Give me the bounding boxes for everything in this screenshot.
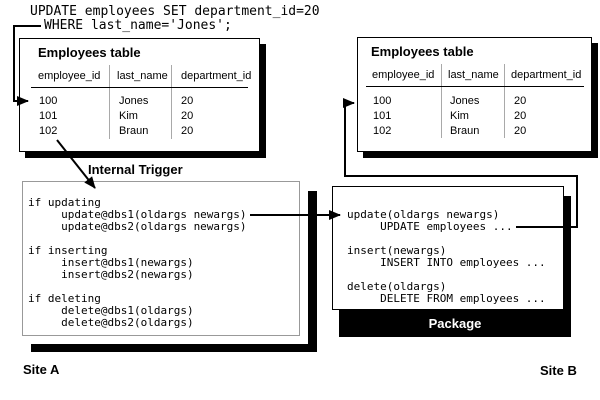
cell: 100: [39, 95, 58, 107]
header-rule: [366, 86, 584, 87]
cell: 20: [514, 95, 527, 107]
column-header-last-name: last_name: [448, 69, 499, 81]
column-header-employee-id: employee_id: [372, 69, 435, 81]
package-label: Package: [428, 316, 482, 331]
cell: Kim: [450, 110, 469, 122]
cell: 102: [373, 125, 392, 137]
column-separator: [109, 65, 110, 139]
package-band: Package: [339, 310, 571, 337]
sql-statement-line1: UPDATE employees SET department_id=20: [30, 4, 320, 19]
trigger-code: if updating update@dbs1(oldargs newargs)…: [28, 196, 247, 329]
cell: 20: [514, 125, 527, 137]
cell: 100: [373, 95, 392, 107]
cell: 20: [181, 110, 194, 122]
cell: Jones: [450, 95, 480, 107]
column-separator: [171, 65, 172, 139]
package-code: update(oldargs newargs) UPDATE employees…: [347, 208, 546, 305]
cell: 20: [514, 110, 527, 122]
header-rule: [31, 87, 248, 88]
employees-table-site-a: Employees table employee_id last_name de…: [19, 38, 260, 152]
site-a-label: Site A: [23, 362, 60, 377]
table-title: Employees table: [38, 45, 141, 60]
column-separator: [504, 64, 505, 138]
employees-table-site-b: Employees table employee_id last_name de…: [357, 37, 592, 152]
column-header-last-name: last_name: [117, 70, 168, 82]
cell: Kim: [119, 110, 138, 122]
column-separator: [441, 64, 442, 138]
column-header-employee-id: employee_id: [38, 70, 101, 82]
internal-trigger-label: Internal Trigger: [88, 162, 183, 177]
trigger-box-shadow: [308, 191, 317, 352]
sql-statement-line2: WHERE last_name='Jones';: [44, 18, 232, 33]
cell: 20: [181, 95, 194, 107]
package-box-shadow: [563, 196, 571, 310]
column-header-department-id: department_id: [511, 69, 582, 81]
cell: 20: [181, 125, 194, 137]
cell: 101: [373, 110, 392, 122]
internal-trigger-box: [22, 181, 300, 336]
cell: Jones: [119, 95, 149, 107]
trigger-box-shadow: [31, 344, 317, 352]
site-b-label: Site B: [540, 363, 577, 378]
cell: 101: [39, 110, 58, 122]
cell: 102: [39, 125, 58, 137]
column-header-department-id: department_id: [181, 70, 252, 82]
cell: Braun: [119, 125, 149, 137]
table-title: Employees table: [371, 44, 474, 59]
cell: Braun: [450, 125, 480, 137]
